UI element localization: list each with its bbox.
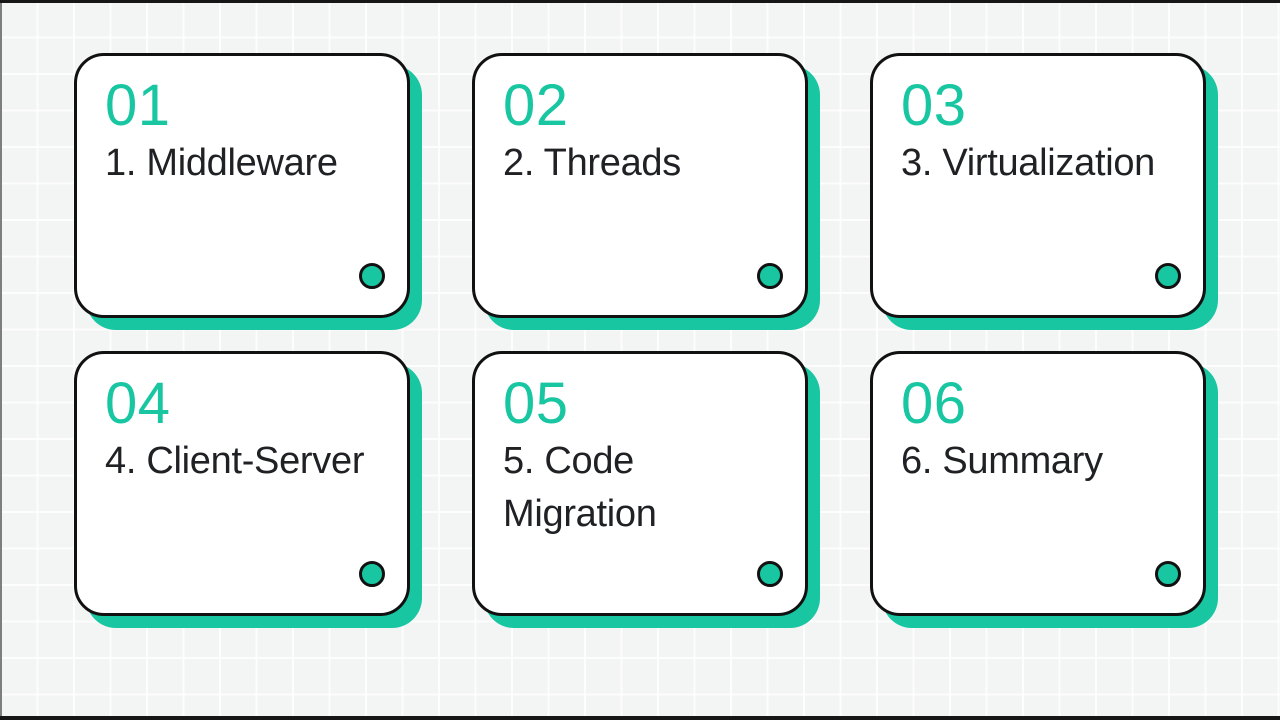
- card-04-client-server: 04 4. Client-Server: [74, 351, 410, 616]
- card-title: 3. Virtualization: [901, 142, 1156, 184]
- card-title: 4. Client-Server: [105, 440, 365, 482]
- card-number: 01: [105, 73, 171, 138]
- letterbox-top: [0, 0, 1280, 3]
- card-02-threads: 02 2. Threads: [472, 53, 808, 318]
- card-title: 2. Threads: [503, 142, 681, 184]
- card-number: 05: [503, 371, 569, 436]
- dot-icon: [757, 263, 783, 289]
- card-title: 5. Code Migration: [503, 440, 657, 536]
- card-05-code-migration: 05 5. Code Migration: [472, 351, 808, 616]
- edge-left-line: [0, 0, 2, 720]
- card-06-summary: 06 6. Summary: [870, 351, 1206, 616]
- dot-icon: [359, 263, 385, 289]
- card-number: 03: [901, 73, 967, 138]
- card-03-virtualization: 03 3. Virtualization: [870, 53, 1206, 318]
- dot-icon: [359, 561, 385, 587]
- card-number: 06: [901, 371, 967, 436]
- letterbox-bottom: [0, 716, 1280, 720]
- dot-icon: [1155, 263, 1181, 289]
- card-01-middleware: 01 1. Middleware: [74, 53, 410, 318]
- dot-icon: [1155, 561, 1181, 587]
- card-title: 1. Middleware: [105, 142, 338, 184]
- dot-icon: [757, 561, 783, 587]
- card-number: 04: [105, 371, 171, 436]
- card-title: 6. Summary: [901, 440, 1103, 482]
- card-number: 02: [503, 73, 569, 138]
